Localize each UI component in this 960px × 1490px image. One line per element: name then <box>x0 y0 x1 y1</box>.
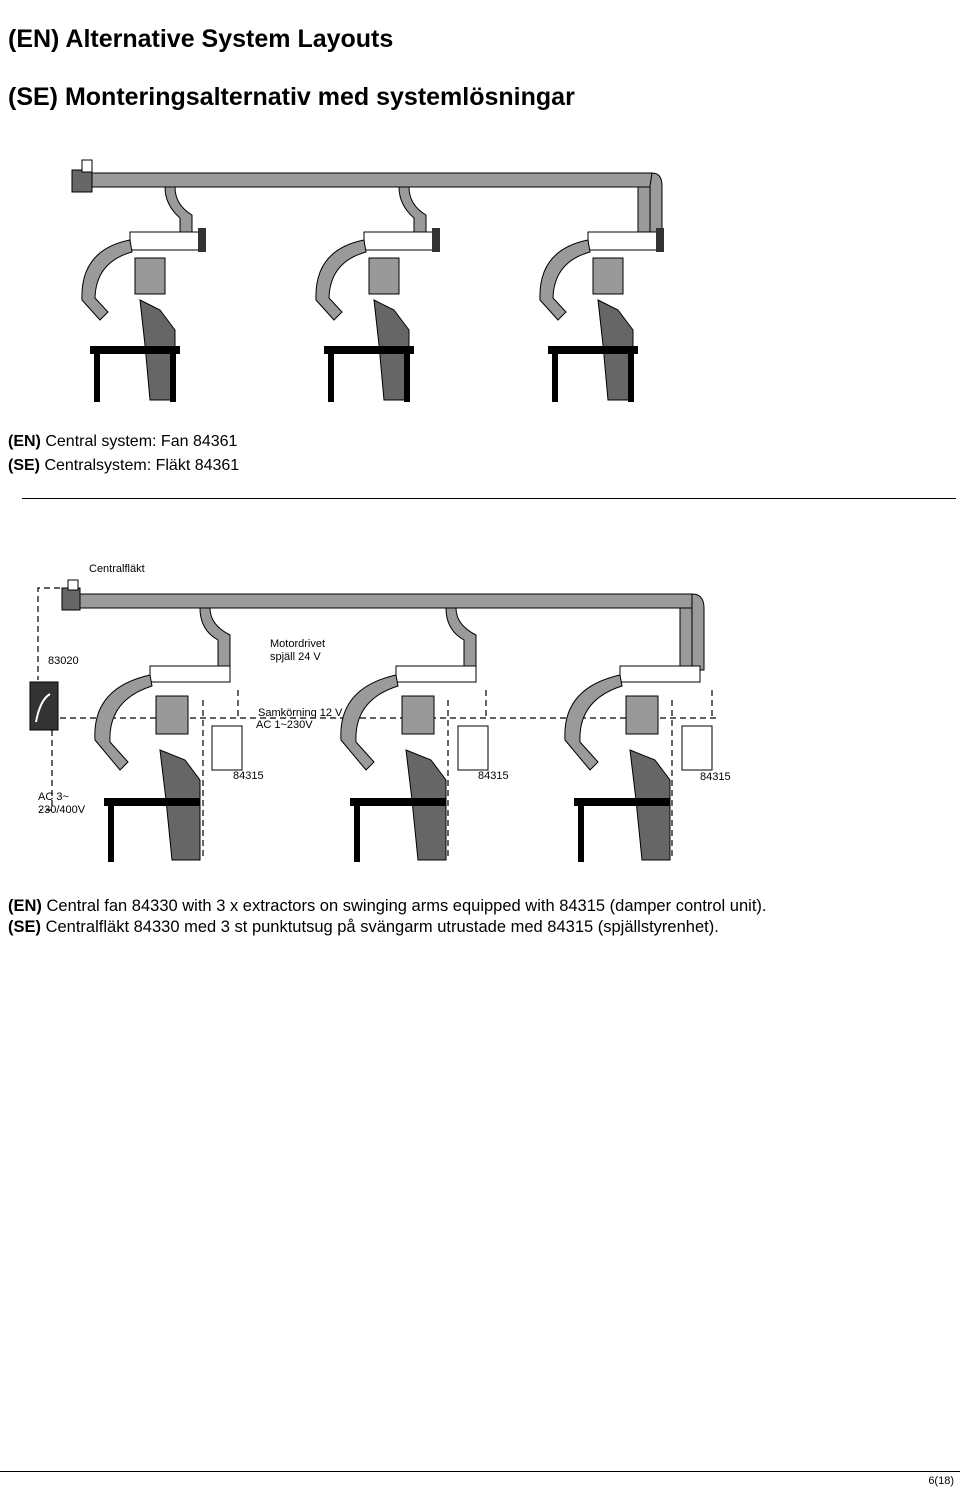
label-motor-damper-2: spjäll 24 V <box>270 651 321 663</box>
main-duct <box>91 172 663 251</box>
footer-rule <box>0 1471 960 1472</box>
figure-central-fan-system: Centralfläkt 83020 AC 3~ 230/400V Motord… <box>29 563 731 862</box>
fan-unit <box>71 159 93 193</box>
title-se: (SE) Monteringsalternativ med systemlösn… <box>8 83 575 111</box>
page-number: 6(18) <box>928 1475 954 1487</box>
label-coop-2: AC 1~230V <box>256 719 313 731</box>
section-divider <box>22 498 956 499</box>
label-unit-b: 84315 <box>478 770 509 782</box>
station-2-2 <box>340 607 489 862</box>
label-unit-c: 84315 <box>700 771 731 783</box>
figure1-caption-en: (EN) Central system: Fan 84361 <box>8 433 238 450</box>
label-motor-damper-1: Motordrivet <box>270 638 325 650</box>
label-supply-2: 230/400V <box>38 804 86 816</box>
label-supply-1: AC 3~ <box>38 791 69 803</box>
label-coop-1: Samkörning 12 V <box>258 707 343 719</box>
figure2-caption-se: (SE) Centralfläkt 84330 med 3 st punktut… <box>8 918 719 936</box>
label-83020: 83020 <box>48 655 79 667</box>
main-duct-2 <box>79 593 705 671</box>
control-unit-83020: 83020 <box>29 655 79 731</box>
label-unit-a: 84315 <box>233 770 264 782</box>
label-central-fan: Centralfläkt <box>89 563 145 575</box>
wiring <box>37 587 720 860</box>
station-1 <box>81 186 206 402</box>
figure-central-system <box>71 159 664 402</box>
title-en: (EN) Alternative System Layouts <box>8 25 394 53</box>
station-2-1: 84315 <box>94 607 264 862</box>
station-3 <box>539 186 664 402</box>
figure1-caption-se: (SE) Centralsystem: Fläkt 84361 <box>8 457 240 474</box>
station-2-3 <box>564 607 713 862</box>
figure2-caption-en: (EN) Central fan 84330 with 3 x extracto… <box>8 897 767 915</box>
station-2 <box>315 186 440 402</box>
